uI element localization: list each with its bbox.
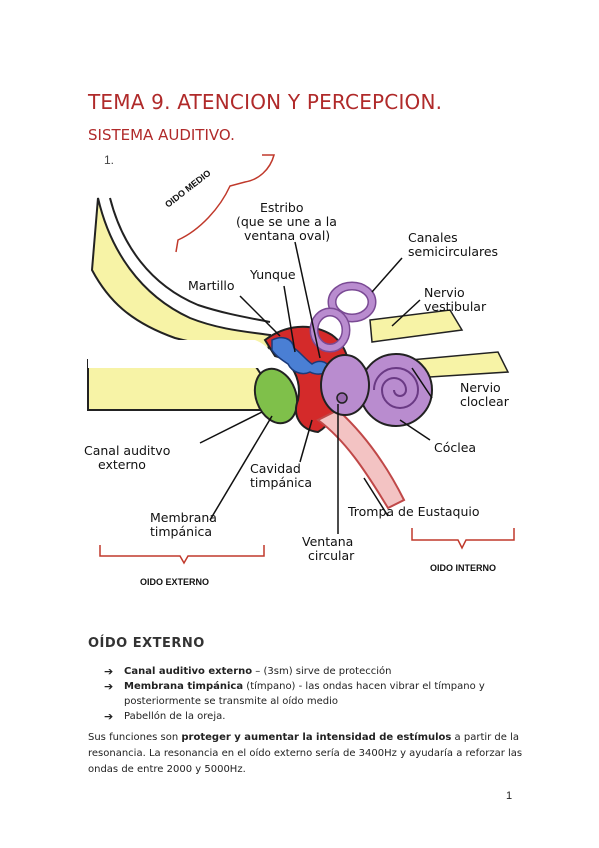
- bullet-text: Pabellón de la oreja.: [124, 711, 226, 722]
- page-number: 1: [506, 790, 513, 802]
- label-canal-1: Canal auditvo: [84, 443, 170, 458]
- outer-ear-band: [109, 197, 271, 323]
- ear-canal: [88, 340, 278, 368]
- eustachian-tube: [316, 408, 406, 510]
- para-pre: Sus funciones son: [88, 732, 182, 743]
- cochlea: [359, 353, 433, 427]
- label-nervio-vestibular-2: vestibular: [424, 299, 487, 314]
- label-oido-externo: OIDO EXTERNO: [140, 577, 209, 587]
- bracket-oido-externo: [99, 545, 265, 565]
- label-membrana-2: timpánica: [150, 524, 212, 539]
- label-estribo-2: (que se une a la: [236, 214, 337, 229]
- label-estribo-1: Estribo: [260, 200, 304, 215]
- label-nervio-coclear-2: cloclear: [460, 394, 510, 409]
- arrow-right-icon: ➔: [104, 665, 114, 678]
- list-item: ➔ Membrana timpánica (tímpano) - las ond…: [104, 679, 524, 709]
- label-membrana-1: Membrana: [150, 510, 217, 525]
- label-cavidad-2: timpánica: [250, 475, 312, 490]
- para-post: a partir de la resonancia. La resonancia…: [88, 732, 523, 775]
- para-bold: proteger y aumentar la intensidad de est…: [181, 732, 452, 743]
- bullet-bold: Membrana timpánica: [124, 681, 244, 692]
- label-canal-2: externo: [98, 457, 146, 472]
- page-title: TEMA 9. ATENCION Y PERCEPCION.: [88, 90, 443, 114]
- eardrum-green: [253, 367, 299, 425]
- bullet-text: – (3sm) sirve de protección: [252, 666, 392, 677]
- label-estribo-3: ventana oval): [244, 228, 330, 243]
- label-nervio-coclear-1: Nervio: [460, 380, 501, 395]
- bracket-oido-medio: [175, 154, 275, 253]
- label-yunque: Yunque: [249, 267, 296, 282]
- label-canales-2: semicirculares: [408, 244, 498, 259]
- label-martillo: Martillo: [188, 278, 235, 293]
- body-paragraph: Sus funciones son proteger y aumentar la…: [88, 730, 528, 778]
- label-trompa: Trompa de Eustaquio: [347, 504, 480, 519]
- label-canales-1: Canales: [408, 230, 458, 245]
- outer-ear-upper: [90, 197, 272, 354]
- ear-anatomy-diagram: OIDO MEDIO Estribo (que se une a la vent…: [84, 154, 515, 587]
- pointer-lines: [199, 241, 433, 534]
- nervio-vestibular-shape: [369, 309, 464, 343]
- list-item: ➔ Canal auditivo externo – (3sm) sirve d…: [104, 664, 524, 679]
- label-oido-interno: OIDO INTERNO: [430, 563, 496, 573]
- list-item: ➔ Pabellón de la oreja.: [104, 709, 524, 724]
- bullet-text: (tímpano) - las ondas hacen vibrar el tí…: [124, 681, 485, 707]
- canal-semicircular-1-inner: [329, 283, 375, 321]
- label-nervio-vestibular-1: Nervio: [424, 285, 465, 300]
- list-number: 1.: [104, 153, 115, 167]
- label-cavidad-1: Cavidad: [250, 461, 301, 476]
- vestibule: [320, 354, 370, 416]
- arrow-right-icon: ➔: [104, 710, 114, 723]
- section-heading: OÍDO EXTERNO: [88, 636, 205, 651]
- section-subtitle: SISTEMA AUDITIVO.: [88, 126, 235, 144]
- bullet-bold: Canal auditivo externo: [124, 666, 253, 677]
- label-ventana-1: Ventana: [302, 534, 353, 549]
- bracket-oido-interno: [411, 528, 515, 550]
- label-oido-medio: OIDO MEDIO: [163, 168, 213, 210]
- bullet-list: ➔ Canal auditivo externo – (3sm) sirve d…: [104, 664, 524, 724]
- label-coclea: Cóclea: [434, 440, 476, 455]
- cochlea-spiral: [373, 367, 420, 409]
- label-ventana-2: circular: [308, 548, 355, 563]
- round-window: [336, 392, 348, 404]
- arrow-right-icon: ➔: [104, 680, 114, 693]
